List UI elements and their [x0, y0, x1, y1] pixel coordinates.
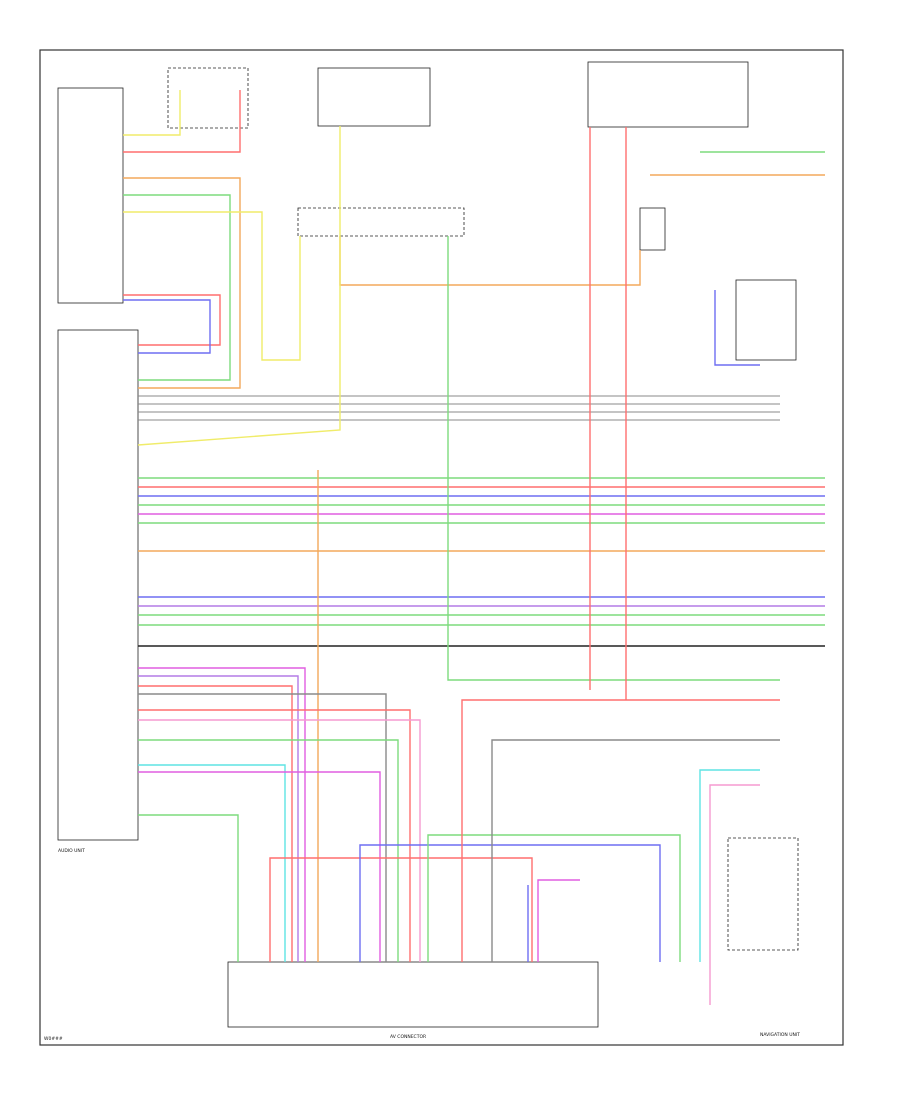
junction-box	[297, 207, 465, 237]
upper-left-wires	[123, 90, 301, 389]
audio-to-av-connector-wires	[138, 667, 780, 1005]
fuse-box	[317, 67, 431, 127]
horizontal-wire-bus	[138, 477, 825, 647]
diagram-frame	[39, 49, 844, 1046]
signal-bus-lines	[138, 395, 780, 421]
audio-unit-label: AUDIO UNIT	[58, 848, 85, 854]
top-left-switch-box	[167, 67, 249, 129]
av-connector-box	[227, 961, 599, 1028]
right-antenna-box	[735, 279, 797, 361]
top-right-module-box	[587, 61, 749, 128]
navigation-unit-label: NAVIGATION UNIT	[760, 1032, 800, 1038]
av-connector-label: AV CONNECTOR	[390, 1034, 426, 1040]
right-sensor-box	[639, 207, 666, 251]
audio-unit-box	[57, 329, 139, 841]
lower-right-box	[727, 837, 799, 951]
figure-code: W0###	[44, 1036, 63, 1042]
upper-left-connector-box	[57, 87, 124, 304]
center-vertical-wires	[137, 126, 825, 962]
